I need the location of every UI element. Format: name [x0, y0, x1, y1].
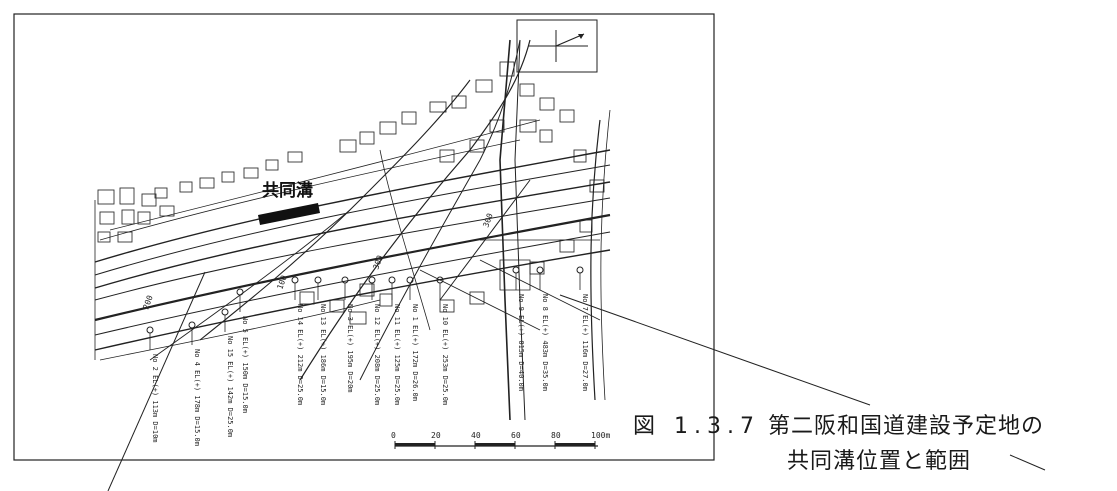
borehole-label: No 12 EL(+) 208m D=25.0m — [373, 304, 381, 405]
borehole-label: No 4 EL(+) 178m D=15.0m — [193, 349, 201, 446]
scale-tick-label: 100m — [591, 431, 610, 440]
borehole-label: No 1 EL(+) 172m D=26.0m — [411, 304, 419, 401]
scale-tick-label: 60 — [511, 431, 521, 440]
contour-label: 200 — [141, 294, 154, 311]
borehole-label: No 15 EL(+) 142m D=25.0m — [226, 336, 234, 437]
figure-title-line-1: 第二阪和国道建設予定地の — [767, 414, 1044, 439]
utility-tunnel — [258, 203, 320, 225]
borehole: No 2 EL(+) 113m D=10m — [146, 326, 159, 443]
borehole-label: No 2 EL(+) 113m D=10m — [151, 354, 159, 443]
borehole: No 4 EL(+) 178m D=15.0m — [188, 321, 201, 446]
contour-label: 300 — [481, 212, 494, 229]
caption-leader-line-2 — [1009, 454, 1046, 471]
scale-tick-label: 0 — [391, 431, 396, 440]
scale-tick-label: 20 — [431, 431, 441, 440]
figure-number: 図 1.3.7 — [633, 414, 760, 439]
borehole-label: No 11 EL(+) 125m D=25.0m — [393, 304, 401, 405]
utility-tunnel-label: 共同溝 — [262, 180, 313, 201]
borehole: No 1 EL(+) 172m D=26.0m — [406, 276, 419, 401]
borehole: No 10 EL(+) 253m D=25.0m — [436, 276, 449, 405]
contour-label: 300 — [371, 254, 384, 271]
borehole-label: No 5 EL(+) 150m D=15.0m — [241, 316, 249, 413]
borehole: No 11 EL(+) 125m D=25.0m — [388, 276, 401, 405]
borehole-label: No 8 EL(+) 483m D=35.0m — [541, 294, 549, 391]
borehole-label: No 7 EL(+) 116m D=27.0m — [581, 294, 589, 391]
borehole-label: No 9 EL(+) 015m D=40.0m — [517, 294, 525, 391]
borehole-markers: No 2 EL(+) 113m D=10m No 4 EL(+) 178m D=1… — [146, 266, 589, 446]
figure-caption-line-2: 共同溝位置と範囲 — [787, 443, 971, 475]
figure-title-line-2: 共同溝位置と範囲 — [787, 449, 972, 474]
borehole: No 15 EL(+) 142m D=25.0m — [221, 308, 234, 437]
figure-caption-line-1: 図 1.3.7 第二阪和国道建設予定地の — [633, 408, 1044, 440]
lower-leader-line — [107, 271, 206, 491]
borehole: No 7 EL(+) 116m D=27.0m — [576, 266, 589, 391]
borehole: No 9 EL(+) 015m D=40.0m — [512, 266, 525, 391]
north-arrow — [516, 19, 598, 73]
borehole-label: No 3 EL(+) 195m D=20m — [346, 304, 354, 393]
borehole: No 13 EL(+) 186m D=15.0m — [314, 276, 327, 405]
caption-leader-line — [559, 294, 871, 406]
borehole: No 5 EL(+) 150m D=15.0m — [236, 288, 249, 413]
scale-tick-label: 80 — [551, 431, 561, 440]
borehole-label: No 10 EL(+) 253m D=25.0m — [441, 304, 449, 405]
scale-tick-label: 40 — [471, 431, 481, 440]
map-frame — [13, 13, 715, 461]
borehole: No 8 EL(+) 483m D=35.0m — [536, 266, 549, 391]
borehole: No 14 EL(+) 212m D=25.0m — [291, 276, 304, 405]
borehole: No 12 EL(+) 208m D=25.0m — [368, 276, 381, 405]
road-lines — [94, 39, 611, 421]
borehole-label: No 13 EL(+) 186m D=15.0m — [319, 304, 327, 405]
scale-bar: 0 20 40 60 80 100m — [391, 431, 610, 449]
borehole: No 3 EL(+) 195m D=20m — [341, 276, 354, 393]
building-footprints — [97, 61, 605, 325]
borehole-label: No 14 EL(+) 212m D=25.0m — [296, 304, 304, 405]
